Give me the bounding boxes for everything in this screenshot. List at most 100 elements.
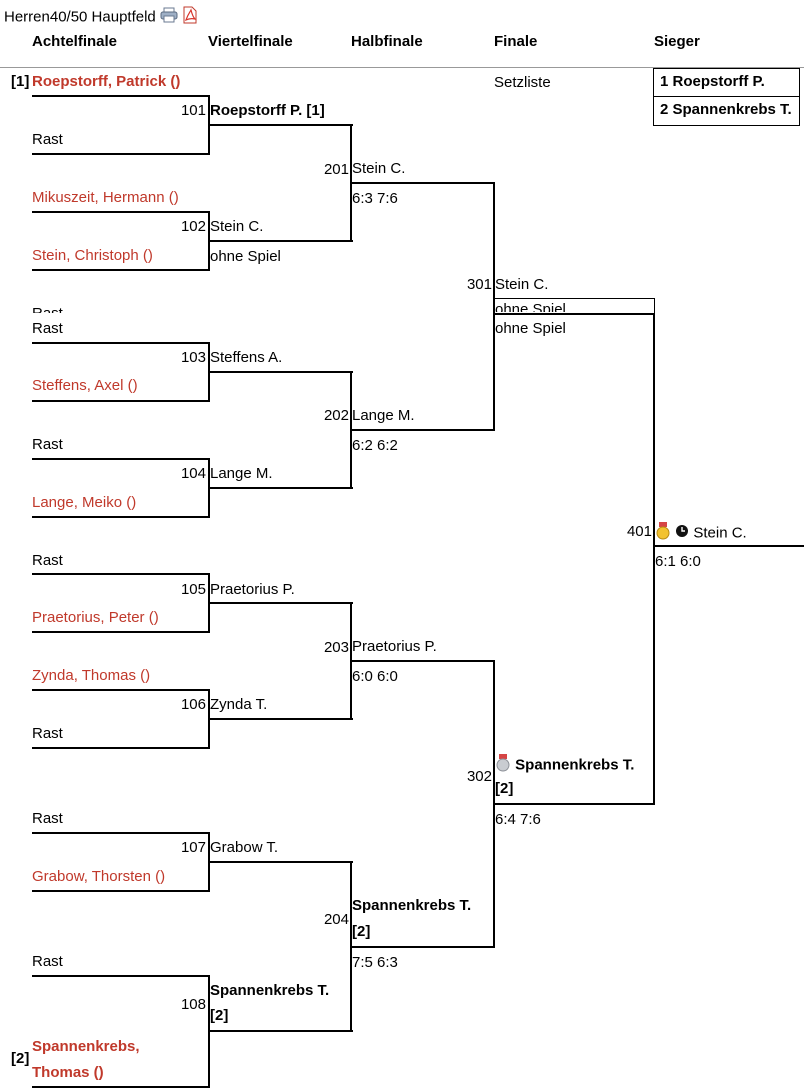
bracket-line: [32, 153, 210, 155]
bracket-line: [350, 946, 495, 948]
winner-102: Stein C.: [210, 218, 264, 235]
match-number: 202: [323, 407, 349, 424]
clock-icon: [675, 524, 689, 543]
winner-107: Grabow T.: [210, 839, 279, 856]
player-rast-overlap: Rast: [32, 305, 63, 313]
seed-label-1: [1]: [11, 73, 30, 90]
bracket-line: [208, 602, 353, 604]
winner-301: Stein C.: [495, 276, 549, 293]
bracket-line: [32, 95, 210, 97]
bracket-line: [208, 487, 353, 489]
winner-104: Lange M.: [210, 465, 273, 482]
match-number: 108: [180, 996, 206, 1013]
match-number: 301: [466, 276, 492, 293]
player-spannenkrebs-line2[interactable]: Thomas (): [32, 1064, 104, 1081]
header-achtelfinale: Achtelfinale: [32, 33, 118, 50]
player-lange[interactable]: Lange, Meiko (): [32, 494, 137, 511]
bracket-line: [32, 890, 210, 892]
player-mikuszeit[interactable]: Mikuszeit, Hermann (): [32, 189, 179, 206]
seed-entry-2: 2 Spannenkrebs T.: [653, 96, 800, 126]
player-rast-2: Rast: [32, 320, 63, 337]
bracket-line: [493, 298, 655, 299]
match-number: 201: [323, 161, 349, 178]
score-301: ohne Spiel: [495, 320, 566, 337]
bracket-line: [32, 400, 210, 402]
bracket-line: [653, 545, 804, 547]
header-divider: [0, 67, 804, 68]
score-401: 6:1 6:0: [655, 553, 701, 570]
match-number: 105: [180, 581, 206, 598]
champion: Stein C.: [655, 522, 747, 545]
champion-name: Stein C.: [693, 524, 747, 542]
bracket-line: [32, 631, 210, 633]
bracket-line: [32, 516, 210, 518]
score-204: 7:5 6:3: [352, 954, 398, 971]
player-rast-4: Rast: [32, 552, 63, 569]
winner-302: Spannenkrebs T.: [495, 754, 634, 777]
match-number: 204: [323, 911, 349, 928]
score-203: 6:0 6:0: [352, 668, 398, 685]
winner-105: Praetorius P.: [210, 581, 295, 598]
bracket-line: [493, 803, 655, 805]
player-spannenkrebs-line1[interactable]: Spannenkrebs,: [32, 1038, 140, 1055]
player-rast-6: Rast: [32, 810, 63, 827]
seed-label-2: [2]: [11, 1050, 30, 1067]
winner-302-name: Spannenkrebs T.: [515, 756, 635, 774]
winner-201: Stein C.: [352, 160, 406, 177]
bracket-line: [493, 182, 495, 431]
player-steffens[interactable]: Steffens, Axel (): [32, 377, 138, 394]
bracket-line: [350, 182, 495, 184]
pdf-icon[interactable]: [182, 6, 198, 29]
header-viertelfinale: Viertelfinale: [208, 33, 293, 50]
bracket-line: [32, 747, 210, 749]
bracket-line: [32, 458, 210, 460]
seed-302: [2]: [495, 780, 514, 797]
match-number: 104: [180, 465, 206, 482]
winner-101: Roepstorff P. [1]: [210, 102, 325, 119]
player-rast-5: Rast: [32, 725, 63, 742]
winner-204: Spannenkrebs T.: [352, 897, 472, 914]
seed-108: [2]: [210, 1007, 229, 1024]
printer-icon[interactable]: [160, 7, 178, 28]
match-number: 107: [180, 839, 206, 856]
winner-108: Spannenkrebs T.: [210, 982, 330, 999]
bracket-line: [32, 211, 210, 213]
bracket-line: [208, 124, 353, 126]
bracket-line: [32, 1086, 210, 1088]
player-praetorius[interactable]: Praetorius, Peter (): [32, 609, 159, 626]
bracket-line: [208, 240, 353, 242]
header-finale: Finale: [494, 33, 538, 50]
bracket-line: [32, 269, 210, 271]
page-title-text: Herren40/50 Hauptfeld: [4, 8, 156, 26]
player-stein[interactable]: Stein, Christoph (): [32, 247, 153, 264]
player-grabow[interactable]: Grabow, Thorsten (): [32, 868, 166, 885]
silver-medal-icon: [495, 754, 511, 777]
match-number: 102: [180, 218, 206, 235]
bracket-line: [208, 718, 353, 720]
player-zynda[interactable]: Zynda, Thomas (): [32, 667, 151, 684]
bracket-line: [32, 342, 210, 344]
match-number: 203: [323, 639, 349, 656]
match-number: 302: [466, 768, 492, 785]
header-sieger: Sieger: [654, 33, 700, 50]
page-title: Herren40/50 Hauptfeld: [4, 6, 198, 29]
bracket-line: [350, 429, 495, 431]
match-number: 106: [180, 696, 206, 713]
winner-203: Praetorius P.: [352, 638, 437, 655]
player-roepstorff[interactable]: Roepstorff, Patrick (): [32, 73, 181, 90]
score-202: 6:2 6:2: [352, 437, 398, 454]
winner-106: Zynda T.: [210, 696, 268, 713]
bracket-line: [32, 832, 210, 834]
bracket-line: [208, 861, 353, 863]
bracket-line: [493, 313, 655, 315]
bracket-line: [654, 298, 655, 314]
gold-medal-icon: [655, 522, 671, 545]
match-number: 101: [180, 102, 206, 119]
seed-entry-1: 1 Roepstorff P.: [653, 68, 800, 97]
score-201: 6:3 7:6: [352, 190, 398, 207]
score-301-overlap: ohne Spiel: [495, 301, 566, 312]
player-rast-7: Rast: [32, 953, 63, 970]
winner-103: Steffens A.: [210, 349, 283, 366]
bracket-line: [208, 371, 353, 373]
player-rast-3: Rast: [32, 436, 63, 453]
